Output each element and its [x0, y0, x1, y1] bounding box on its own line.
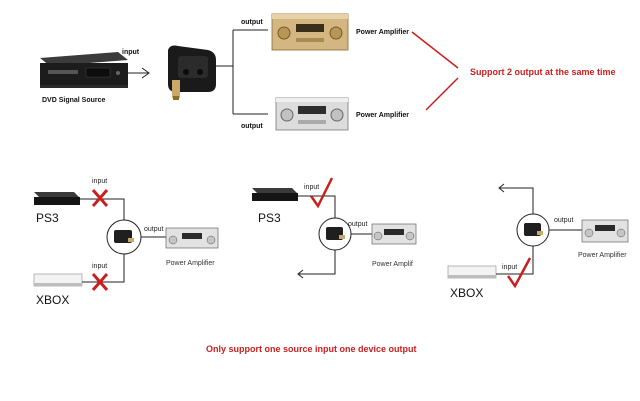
splitter-device-icon	[168, 45, 216, 100]
top-callout-text: Support 2 output at the same time	[470, 67, 616, 77]
s3-splitter-icon	[516, 213, 550, 247]
top-output-lower-label: output	[241, 123, 263, 130]
s1-amplifier-icon	[165, 227, 219, 249]
s1-red-x-top-icon	[91, 189, 109, 207]
s3-output-label: output	[554, 217, 574, 224]
s1-input-top-line	[80, 198, 125, 220]
s2-amplifier-icon	[371, 223, 417, 245]
dvd-source-label: DVD Signal Source	[42, 97, 106, 104]
s1-xbox-label: XBOX	[36, 293, 69, 307]
top-input-label: input	[122, 49, 140, 56]
callout-line-upper	[411, 31, 459, 69]
s3-xbox-console-icon	[447, 265, 497, 279]
s2-ps3-console-icon	[252, 188, 298, 201]
s1-splitter-icon	[106, 219, 142, 255]
s2-red-check-icon	[309, 177, 334, 209]
footer-note: Only support one source input one device…	[206, 344, 417, 354]
s3-amp-label: Power Amplifier	[578, 252, 627, 259]
ps3-console-icon	[34, 192, 80, 205]
s2-input-line	[298, 195, 336, 218]
s1-input-top-label: input	[92, 178, 107, 185]
s1-input-bottom-line	[82, 254, 125, 283]
s3-dead-arrowhead	[498, 183, 505, 193]
callout-line-lower	[425, 77, 459, 111]
s3-input-label: input	[502, 264, 517, 271]
top-amp-upper-label: Power Amplifier	[356, 29, 409, 36]
s1-red-x-bottom-icon	[91, 273, 109, 291]
s2-dead-line	[298, 250, 336, 275]
s2-amp-label: Power Amplif	[372, 261, 413, 268]
s1-input-bottom-label: input	[92, 263, 107, 270]
top-amp-lower-label: Power Amplifier	[356, 112, 409, 119]
s2-input-label: input	[304, 184, 319, 191]
s2-dead-arrowhead	[297, 269, 304, 279]
s2-splitter-icon	[318, 217, 352, 251]
s3-xbox-label: XBOX	[450, 286, 483, 300]
s3-dead-line-top	[500, 187, 534, 214]
dvd-player-icon	[40, 52, 128, 88]
s2-ps3-label: PS3	[258, 211, 281, 225]
s1-amp-label: Power Amplifier	[166, 260, 215, 267]
gold-amplifier-icon	[271, 13, 349, 51]
s3-red-check-icon	[506, 257, 532, 289]
s2-output-label: output	[348, 221, 368, 228]
s1-ps3-label: PS3	[36, 211, 59, 225]
s3-amplifier-icon	[581, 219, 629, 243]
top-input-arrowhead	[141, 67, 150, 79]
top-output-upper-label: output	[241, 19, 263, 26]
s1-output-label: output	[144, 226, 164, 233]
xbox-console-icon	[33, 273, 83, 287]
silver-amplifier-icon	[275, 97, 349, 131]
s3-input-line	[496, 246, 534, 275]
